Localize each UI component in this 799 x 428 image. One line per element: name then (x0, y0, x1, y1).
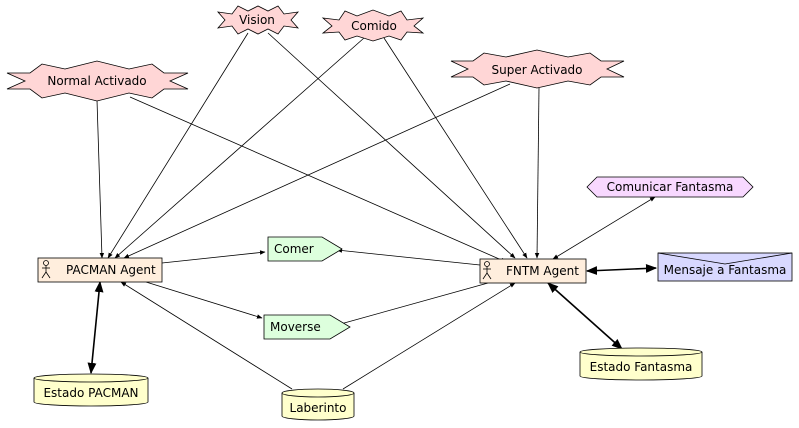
edge-super-fntm (534, 87, 540, 259)
event-comido: Comido (321, 9, 425, 42)
edge-pacman-moverse (145, 281, 263, 319)
actor-icon (482, 261, 492, 280)
agent-pacman: PACMAN Agent (37, 257, 163, 283)
action-moverse-shape (263, 314, 351, 340)
edge-pacman-estado (87, 280, 104, 375)
event-normal-activado-label: Normal Activado (47, 74, 146, 88)
agent-pacman-box (37, 257, 163, 283)
store-estado-pacman: Estado PACMAN (33, 373, 149, 407)
comm-comunicar-fantasma-label: Comunicar Fantasma (607, 180, 734, 194)
envelope-flap-icon (657, 252, 793, 265)
agent-pacman-label: PACMAN Agent (66, 263, 156, 277)
edge-normal-pacman (96, 99, 105, 259)
store-estado-pacman-rim (33, 377, 149, 383)
store-laberinto-rim (281, 392, 355, 398)
agent-fntm-box (479, 258, 587, 284)
event-super-activado-shape (450, 49, 625, 89)
comm-comunicar-fantasma: Comunicar Fantasma (586, 176, 754, 198)
event-super-activado-label: Super Activado (491, 63, 582, 77)
action-moverse: Moverse (263, 314, 351, 340)
edge-comunicar-fntm (552, 196, 656, 260)
store-estado-fantasma-rim (579, 351, 703, 357)
event-normal-activado: Normal Activado (6, 60, 189, 102)
agent-fntm-label: FNTM Agent (506, 264, 579, 278)
edge-fntm-comer (336, 248, 481, 266)
store-laberinto: Laberinto (281, 388, 355, 421)
edges (87, 32, 658, 390)
event-comido-shape (321, 9, 425, 42)
event-comido-label: Comido (351, 19, 397, 33)
edge-fntm-mensaje (585, 263, 658, 276)
edge-fntm-moverse (336, 282, 489, 326)
edge-laberinto-fntm (342, 282, 516, 390)
action-comer: Comer (267, 236, 343, 262)
event-vision: Vision (216, 5, 300, 35)
action-moverse-label: Moverse (270, 320, 321, 334)
event-normal-activado-shape (6, 60, 189, 102)
edge-normal-fntm (129, 96, 507, 263)
edge-vision-fntm (267, 32, 516, 259)
event-vision-label: Vision (239, 13, 275, 27)
message-mensaje-fantasma-label: Mensaje a Fantasma (664, 263, 787, 277)
event-super-activado: Super Activado (450, 49, 625, 89)
edge-vision-pacman (107, 32, 249, 259)
action-comer-label: Comer (274, 242, 314, 256)
edge-comido-pacman (114, 37, 365, 259)
edge-comido-fntm (383, 37, 528, 259)
edge-laberinto-pacman (120, 281, 293, 390)
message-mensaje-fantasma-box (657, 252, 793, 282)
actor-icon (41, 260, 51, 279)
action-comer-shape (267, 236, 343, 262)
event-vision-shape (216, 5, 300, 35)
store-estado-fantasma: Estado Fantasma (579, 347, 703, 381)
store-estado-pacman-label: Estado PACMAN (43, 386, 138, 400)
store-laberinto-label: Laberinto (290, 401, 347, 415)
agent-fntm: FNTM Agent (479, 258, 587, 284)
comm-comunicar-fantasma-shape (586, 176, 754, 198)
store-estado-fantasma-label: Estado Fantasma (590, 360, 693, 374)
store-estado-pacman-shape (33, 373, 149, 407)
edge-pacman-comer (161, 250, 266, 264)
edge-fntm-estado (547, 282, 623, 350)
store-estado-fantasma-shape (579, 347, 703, 381)
message-mensaje-fantasma: Mensaje a Fantasma (657, 252, 793, 282)
edge-super-pacman (123, 83, 511, 259)
